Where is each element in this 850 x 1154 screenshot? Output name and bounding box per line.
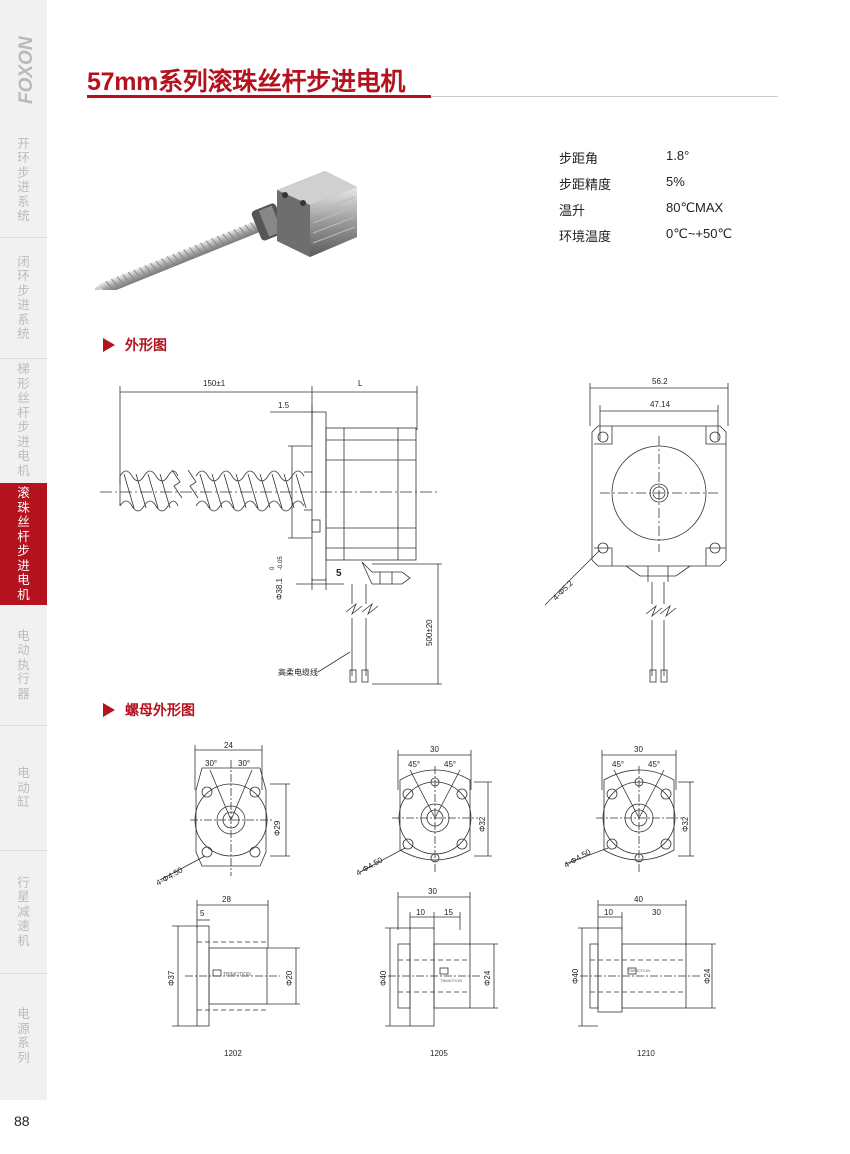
svg-text:4-Φ4.50: 4-Φ4.50 (355, 855, 385, 878)
svg-text:10: 10 (604, 908, 613, 917)
sidebar-item-ballscrew[interactable]: 滚珠丝杆步进电机 (0, 483, 47, 605)
product-photo (95, 171, 357, 290)
svg-text:4-Φ4.50: 4-Φ4.50 (155, 865, 185, 888)
svg-text:Φ24: Φ24 (483, 970, 492, 986)
svg-text:4-Φ4.50: 4-Φ4.50 (563, 847, 593, 870)
svg-text:28: 28 (222, 895, 231, 904)
svg-text:Φ32: Φ32 (478, 816, 487, 832)
svg-text:30: 30 (652, 908, 661, 917)
svg-text:40: 40 (634, 895, 643, 904)
sidebar-item-electric-cylinder[interactable]: 电动缸 (17, 766, 30, 810)
svg-text:高柔电缆线: 高柔电缆线 (278, 667, 318, 677)
svg-text:Φ20: Φ20 (285, 970, 294, 986)
spec-row: 步距角 1.8° (559, 148, 732, 174)
spec-row: 温升 80℃MAX (559, 200, 732, 226)
svg-text:30: 30 (430, 745, 439, 754)
spec-value: 5% (666, 174, 685, 189)
section-heading-nut-outline: 螺母外形图 (103, 700, 195, 720)
svg-text:FOXON: FOXON (16, 35, 37, 104)
svg-text:-0.05: -0.05 (278, 556, 284, 570)
svg-text:Φ32: Φ32 (681, 816, 690, 832)
spec-row: 步距精度 5% (559, 174, 732, 200)
sidebar-item-power[interactable]: 电源系列 (17, 1007, 30, 1065)
svg-text:TBIMOTION: TBIMOTION (440, 978, 462, 983)
svg-text:15: 15 (444, 908, 453, 917)
spec-table: 步距角 1.8° 步距精度 5% 温升 80℃MAX 环境温度 0℃~+50℃ (559, 148, 732, 252)
title-accent-bar (87, 95, 431, 98)
svg-text:1210: 1210 (637, 1049, 655, 1058)
svg-text:Φ29: Φ29 (273, 820, 282, 836)
spec-value: 80℃MAX (666, 200, 724, 215)
spec-key: 步距角 (559, 151, 599, 166)
sidebar-item-planetary[interactable]: 行星减速机 (17, 875, 30, 948)
spec-key: 温升 (559, 203, 586, 218)
svg-text:5: 5 (336, 568, 342, 579)
svg-text:Φ37: Φ37 (167, 970, 176, 986)
svg-text:24: 24 (224, 741, 233, 750)
sidebar-item-trapezoidal[interactable]: 梯形丝杆步进电机 (17, 362, 30, 478)
svg-text:150±1: 150±1 (203, 379, 226, 388)
spec-key: 步距精度 (559, 177, 612, 192)
svg-text:1.5: 1.5 (278, 401, 290, 410)
sidebar-item-closed-loop[interactable]: 闭环步进系统 (17, 254, 30, 342)
svg-text:L: L (358, 379, 363, 388)
sidebar-item-actuator[interactable]: 电动执行器 (17, 628, 30, 701)
svg-text:500±20: 500±20 (425, 619, 434, 646)
spec-value: 1.8° (666, 148, 690, 163)
sidebar-item-open-loop[interactable]: 开环步进系统 (17, 136, 30, 224)
svg-text:TBIMOTION: TBIMOTION (628, 968, 650, 973)
svg-text:30°: 30° (205, 759, 217, 768)
spec-key: 环境温度 (559, 229, 612, 244)
svg-text:30: 30 (634, 745, 643, 754)
triangle-icon (103, 338, 115, 352)
svg-text:45°: 45° (648, 760, 660, 769)
svg-text:47.14: 47.14 (650, 400, 671, 409)
svg-text:TBIMOTION: TBIMOTION (223, 972, 251, 978)
page-title: 57mm系列滚珠丝杆步进电机 (87, 68, 406, 96)
svg-text:Φ40: Φ40 (379, 970, 388, 986)
svg-text:45°: 45° (444, 760, 456, 769)
triangle-icon (103, 703, 115, 717)
svg-text:56.2: 56.2 (652, 377, 668, 386)
svg-text:1205: 1205 (430, 1049, 448, 1058)
svg-text:45°: 45° (612, 760, 624, 769)
foxon-logo: FOXON (16, 35, 37, 104)
spec-row: 环境温度 0℃~+50℃ (559, 226, 732, 252)
page-number: 88 (14, 1113, 30, 1129)
svg-text:10: 10 (416, 908, 425, 917)
svg-text:0: 0 (270, 566, 276, 570)
title-divider (87, 96, 778, 97)
svg-text:30°: 30° (238, 759, 250, 768)
svg-text:30: 30 (428, 887, 437, 896)
svg-text:4-Φ5.2: 4-Φ5.2 (551, 578, 575, 602)
svg-text:Φ24: Φ24 (703, 968, 712, 984)
svg-text:5: 5 (200, 909, 205, 918)
spec-value: 0℃~+50℃ (666, 226, 733, 241)
section-heading-outline: 外形图 (103, 335, 167, 355)
svg-text:Φ38.1: Φ38.1 (275, 577, 284, 600)
svg-text:Φ40: Φ40 (571, 968, 580, 984)
svg-text:45°: 45° (408, 760, 420, 769)
svg-text:1202: 1202 (224, 1049, 242, 1058)
